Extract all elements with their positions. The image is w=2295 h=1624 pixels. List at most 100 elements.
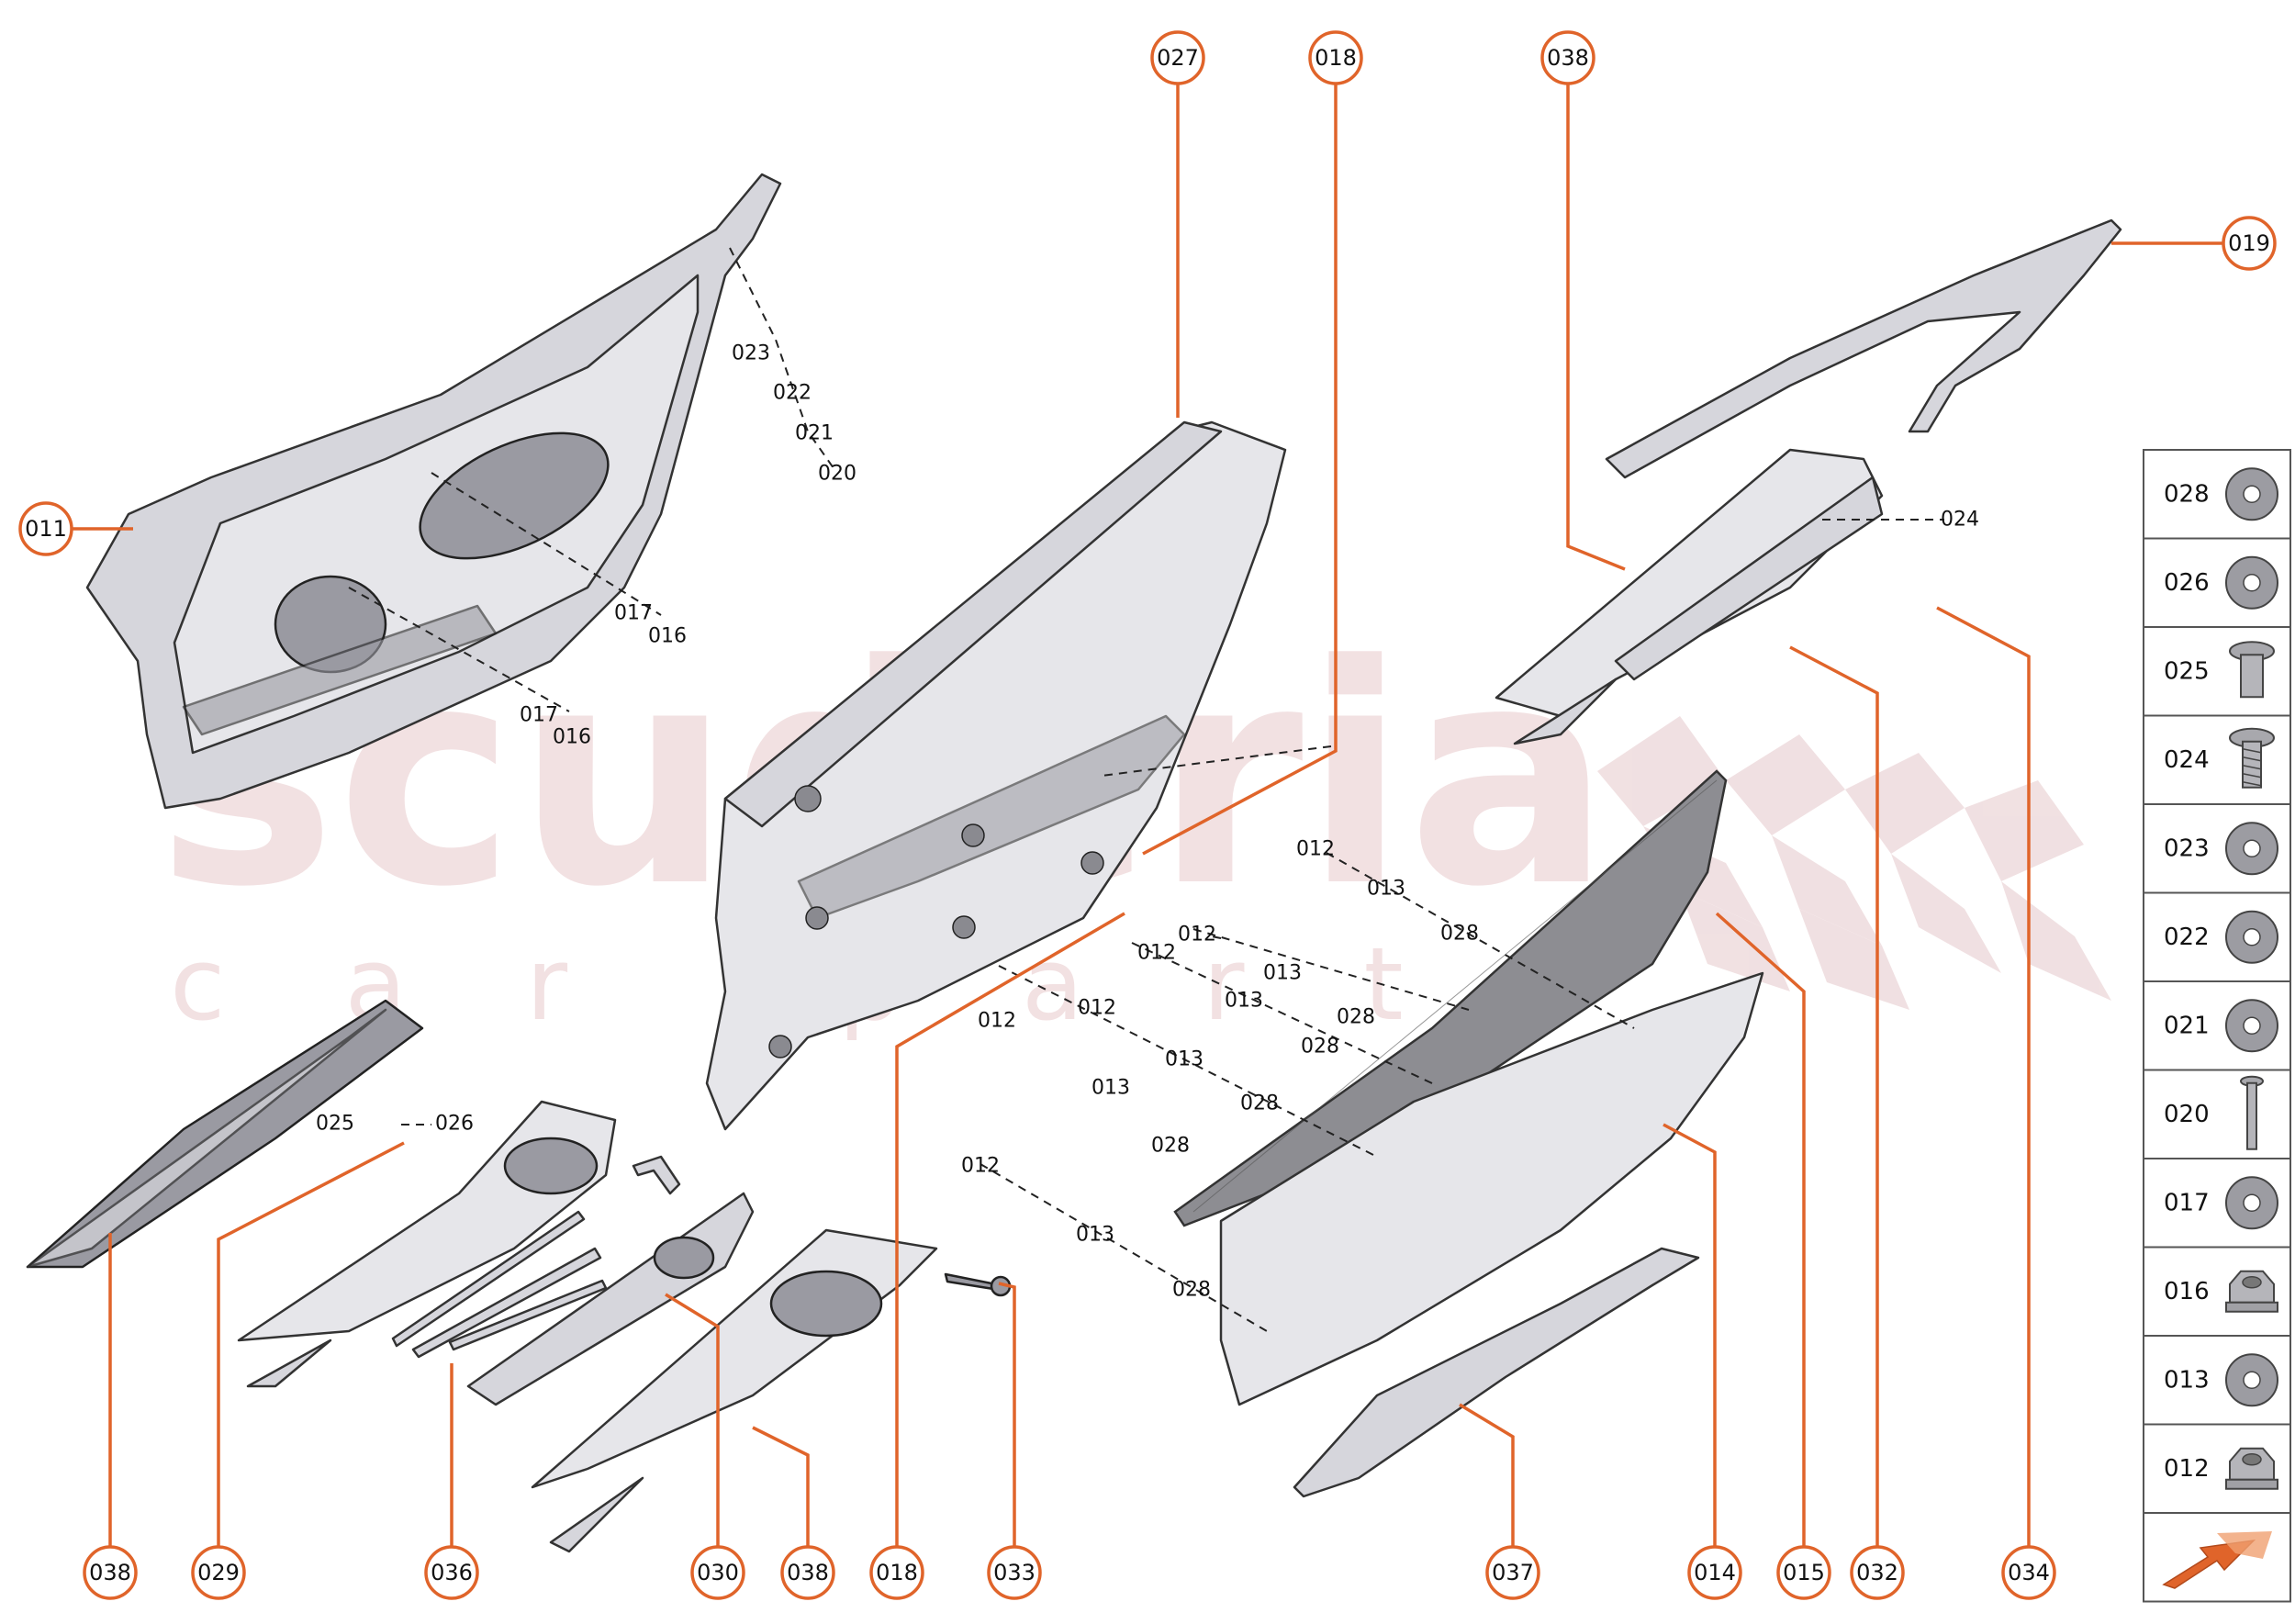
legend-cell	[2143, 1423, 2291, 1514]
callout-018: 018	[869, 912, 1125, 1600]
legend-code: 013	[2164, 1366, 2210, 1394]
part-label-022: 022	[773, 382, 812, 405]
part-label-012: 012	[1296, 838, 1335, 861]
washer-icon	[2225, 555, 2278, 610]
callout-036: 036	[424, 1363, 479, 1600]
callout-032: 032	[1789, 645, 1905, 1600]
callout-015: 015	[1715, 912, 1831, 1600]
dashed-leader	[1131, 942, 1433, 1084]
washer-icon	[2225, 467, 2278, 521]
callout-label: 030	[697, 1560, 739, 1585]
dashed-leader	[1326, 852, 1635, 1029]
dashed-leader	[1101, 745, 1332, 777]
part-label-013: 013	[1165, 1048, 1203, 1071]
washer-icon	[2225, 1176, 2278, 1230]
window-switch-panel-part	[466, 1192, 755, 1406]
callout-circle	[1850, 1545, 1905, 1600]
part-label-028: 028	[1301, 1036, 1339, 1058]
part-label-025: 025	[316, 1113, 354, 1136]
part-label-026: 026	[435, 1113, 474, 1136]
callout-019: 019	[2111, 216, 2277, 271]
callout-leader-line	[1789, 645, 1879, 1547]
legend-code: 022	[2164, 924, 2210, 951]
callout-label: 038	[1547, 45, 1589, 71]
callout-leader-line	[895, 912, 1125, 1547]
callout-circle	[1540, 30, 1595, 85]
legend-row-023: 023	[2143, 803, 2291, 894]
washer-icon	[2225, 1353, 2278, 1407]
washer-icon	[2225, 822, 2278, 876]
callout-030: 030	[665, 1293, 745, 1600]
callout-circle	[83, 1545, 138, 1600]
callout-circle	[987, 1545, 1042, 1600]
lower-panel-part	[1219, 971, 1764, 1406]
callout-circle	[690, 1545, 745, 1600]
legend-code: 020	[2164, 1101, 2210, 1128]
callout-label: 038	[89, 1560, 131, 1585]
legend-nav[interactable]	[2143, 1512, 2291, 1603]
callout-label: 015	[1783, 1560, 1825, 1585]
part-label-013: 013	[1225, 990, 1263, 1013]
part-label-016: 016	[553, 726, 591, 749]
legend-row-013: 013	[2143, 1335, 2291, 1426]
part-label-013: 013	[1263, 962, 1302, 985]
callout-circle	[1485, 1545, 1540, 1600]
callout-label: 034	[2008, 1560, 2050, 1585]
part-label-028: 028	[1440, 923, 1479, 946]
callout-circle	[1776, 1545, 1831, 1600]
right-trim-part	[1495, 448, 1884, 745]
part-label-012: 012	[1178, 924, 1216, 946]
legend-row-012: 012	[2143, 1423, 2291, 1514]
callout-circle	[424, 1545, 479, 1600]
part-label-020: 020	[818, 463, 856, 486]
part-label-013: 013	[1367, 878, 1405, 901]
callout-label: 038	[787, 1560, 829, 1585]
legend-row-022: 022	[2143, 891, 2291, 982]
part-label-017: 017	[614, 602, 653, 625]
legend-row-020: 020	[2143, 1069, 2291, 1159]
part-label-023: 023	[732, 342, 770, 365]
screw-icon	[2229, 727, 2275, 789]
armrest-part	[237, 1100, 617, 1388]
callout-038: 038	[83, 1233, 138, 1600]
callout-037: 037	[1459, 1403, 1540, 1600]
part-label-012: 012	[978, 1010, 1016, 1033]
window-seal-part	[26, 999, 424, 1269]
callout-038: 038	[1540, 30, 1626, 571]
callout-027: 027	[1150, 30, 1205, 418]
legend-row-028: 028	[2143, 449, 2291, 540]
part-label-016: 016	[648, 625, 687, 648]
part-label-028: 028	[1240, 1092, 1279, 1115]
legend-code: 024	[2164, 746, 2210, 774]
nut-icon	[2225, 1447, 2278, 1490]
callout-label: 032	[1856, 1560, 1898, 1585]
armrest-lower-part	[531, 1228, 938, 1553]
legend-cell	[2143, 1069, 2291, 1159]
legend-code: 012	[2164, 1455, 2210, 1483]
part-label-012: 012	[961, 1155, 1000, 1178]
washer-icon	[2225, 910, 2278, 964]
callout-018: 018	[1142, 30, 1363, 856]
callout-circle	[780, 1545, 835, 1600]
legend-code: 017	[2164, 1189, 2210, 1216]
upper-seal-part	[1605, 218, 2122, 479]
callout-leader-line	[665, 1293, 720, 1547]
legend-row-024: 024	[2143, 714, 2291, 805]
callout-033: 033	[987, 1282, 1042, 1600]
legend-code: 023	[2164, 834, 2210, 862]
arrow-down-left-icon[interactable]	[2162, 1531, 2272, 1589]
dashed-leader	[729, 247, 834, 469]
callout-circle	[18, 501, 73, 556]
screw-part	[944, 1272, 1012, 1297]
part-label-012: 012	[1137, 942, 1176, 965]
callout-label: 018	[876, 1560, 918, 1585]
legend-row-021: 021	[2143, 980, 2291, 1071]
legend-row-017: 017	[2143, 1158, 2291, 1249]
legend-cell	[2143, 626, 2291, 717]
dashed-leader	[998, 965, 1378, 1158]
nut-icon	[2225, 1270, 2278, 1313]
part-label-012: 012	[1078, 997, 1116, 1020]
